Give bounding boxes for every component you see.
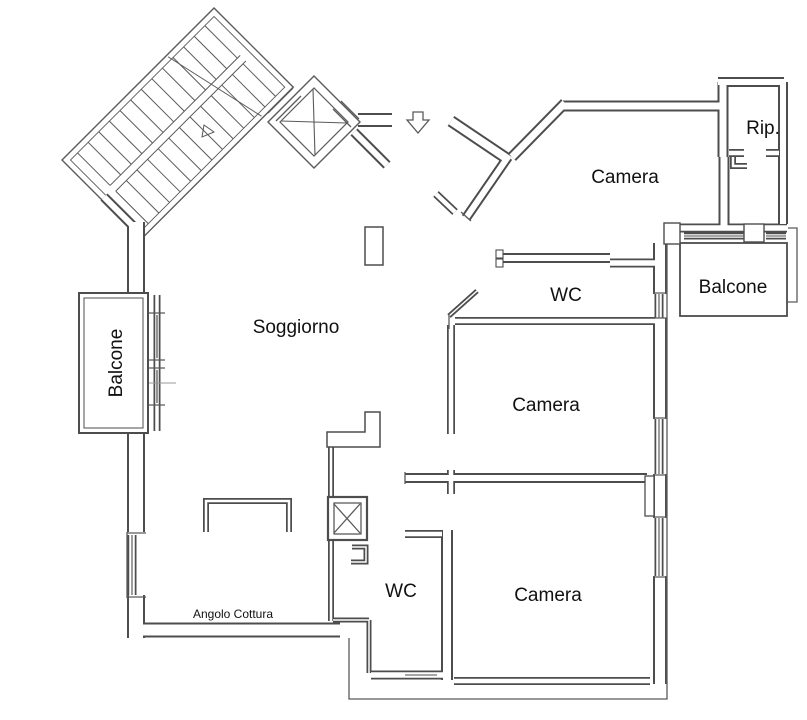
balcony-right-slab	[679, 242, 788, 317]
fixtures	[78, 222, 788, 542]
entrance-arrow-icon	[405, 111, 431, 135]
room-label-wc-bottom: WC	[385, 581, 417, 602]
staircase-icon	[61, 6, 295, 241]
room-label-wc-mid: WC	[550, 285, 582, 306]
wall-segment	[351, 129, 390, 168]
room-label-angolo-cottura: Angolo Cottura	[193, 607, 273, 621]
door-hinge	[495, 249, 504, 259]
pillar	[364, 226, 384, 266]
wall-segment	[351, 544, 369, 565]
wall-segment	[509, 100, 568, 160]
wall-segment	[731, 157, 747, 168]
wall-segment	[203, 498, 292, 532]
room-label-camera-top: Camera	[591, 167, 659, 188]
wall-segment	[351, 546, 367, 563]
room-labels: CameraRip.BalconeWCSoggiornoBalconeCamer…	[106, 118, 780, 621]
wall-segment	[101, 194, 138, 231]
room-label-soggiorno: Soggiorno	[253, 317, 340, 338]
room-label-camera-bottom: Camera	[514, 585, 582, 606]
wall-segment	[434, 192, 457, 214]
wall-segment	[448, 117, 512, 164]
wall-segment	[463, 155, 511, 220]
wall-segment	[204, 499, 291, 532]
room-label-camera-mid: Camera	[512, 395, 580, 416]
elevator-icon	[267, 75, 361, 169]
wall-segment	[730, 157, 747, 169]
walls-inner-fill	[101, 79, 787, 684]
windows-layer	[127, 232, 786, 680]
wall-segment	[448, 290, 478, 317]
room-label-balcone-right: Balcone	[699, 277, 768, 298]
l-wall	[326, 411, 381, 448]
room-label-rip: Rip.	[746, 118, 780, 139]
room-label-balcone-left: Balcone	[106, 329, 127, 398]
